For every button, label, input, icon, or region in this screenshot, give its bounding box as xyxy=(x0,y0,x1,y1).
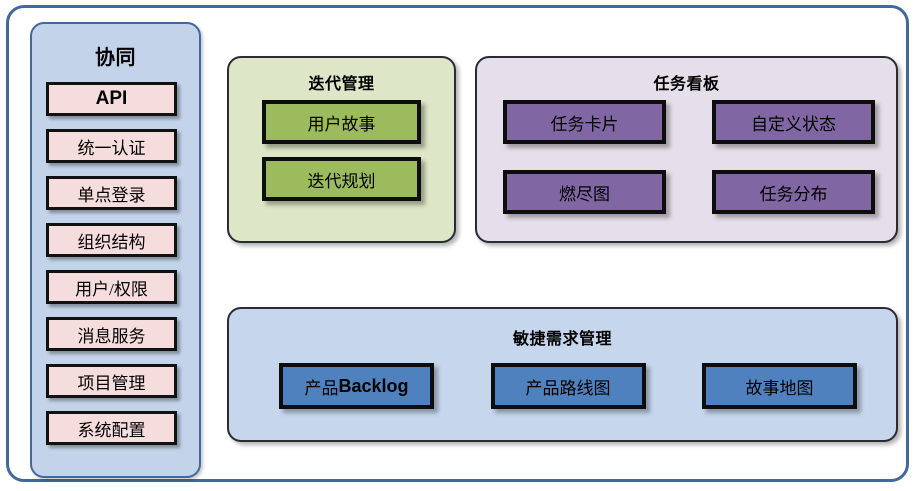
sidebar-item-org-structure[interactable]: 组织结构 xyxy=(46,223,177,257)
sidebar-item-user-permission[interactable]: 用户/权限 xyxy=(46,270,177,304)
panel-collaboration[interactable]: 协同 API 统一认证 单点登录 组织结构 用户/权限 消息服务 项目管理 系统… xyxy=(30,22,201,478)
panel-agile-requirement-management-title: 敏捷需求管理 xyxy=(512,331,612,348)
sidebar-item-message-service[interactable]: 消息服务 xyxy=(46,317,177,351)
sidebar-item-project-management[interactable]: 项目管理 xyxy=(46,364,177,398)
agile-item-product-roadmap[interactable]: 产品路线图 xyxy=(490,363,646,409)
task-item-task-distribution[interactable]: 任务分布 xyxy=(712,170,875,214)
panel-collaboration-title: 协同 xyxy=(95,47,136,69)
task-item-task-card[interactable]: 任务卡片 xyxy=(503,100,666,144)
panel-iteration-management-title: 迭代管理 xyxy=(308,76,375,93)
agile-item-story-map[interactable]: 故事地图 xyxy=(702,363,857,409)
panel-task-board[interactable]: 任务看板 任务卡片 自定义状态 燃尽图 任务分布 xyxy=(475,56,898,243)
iteration-item-iteration-planning[interactable]: 迭代规划 xyxy=(262,157,421,201)
panel-iteration-management[interactable]: 迭代管理 用户故事 迭代规划 xyxy=(227,56,456,243)
task-item-burndown-chart[interactable]: 燃尽图 xyxy=(503,170,666,214)
collaboration-item-list: API 统一认证 单点登录 组织结构 用户/权限 消息服务 项目管理 系统配置 xyxy=(46,82,189,458)
agile-item-product-backlog-latin: Backlog xyxy=(338,375,409,396)
sidebar-item-single-sign-on[interactable]: 单点登录 xyxy=(46,176,177,210)
task-board-item-grid: 任务卡片 自定义状态 燃尽图 任务分布 xyxy=(503,100,875,240)
sidebar-item-unified-auth[interactable]: 统一认证 xyxy=(46,129,177,163)
sidebar-item-system-config[interactable]: 系统配置 xyxy=(46,411,177,445)
panel-task-board-title: 任务看板 xyxy=(653,76,720,93)
iteration-item-list: 用户故事 迭代规划 xyxy=(262,100,425,214)
sidebar-item-api[interactable]: API xyxy=(46,82,177,116)
iteration-item-user-story[interactable]: 用户故事 xyxy=(262,100,421,144)
task-item-custom-status[interactable]: 自定义状态 xyxy=(712,100,875,144)
diagram-outer-frame: 协同 API 统一认证 单点登录 组织结构 用户/权限 消息服务 项目管理 系统… xyxy=(6,5,909,482)
agile-item-product-backlog-cjk: 产品 xyxy=(304,378,339,398)
